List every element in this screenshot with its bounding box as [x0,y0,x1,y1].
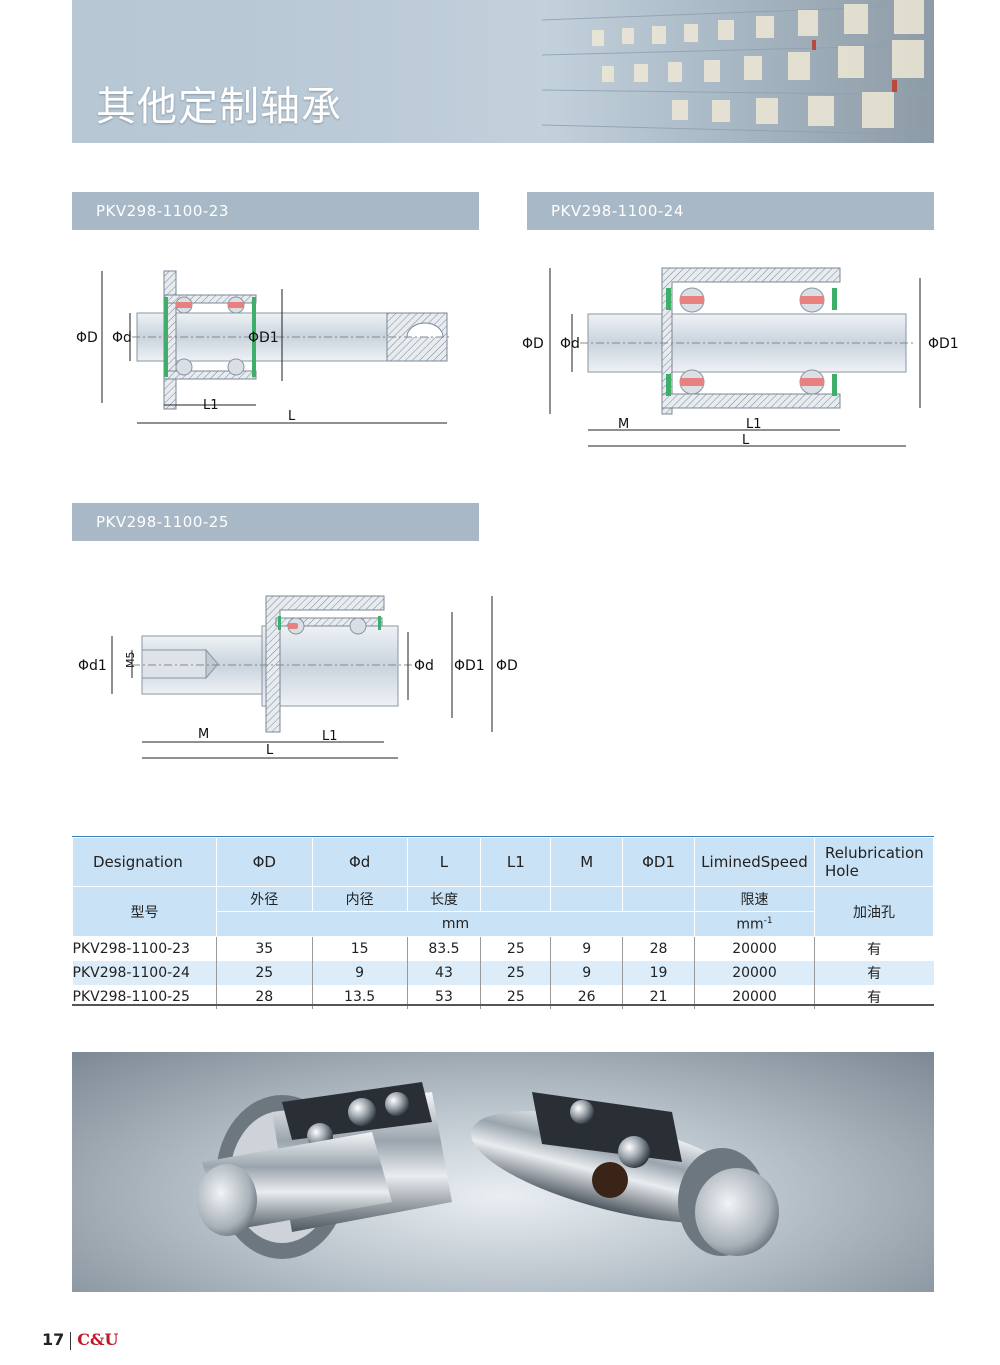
header-L: L [406,837,482,887]
header-phiD: ΦD [215,837,313,887]
table-bottom-rule [72,1004,934,1006]
unit-mm: mm [215,911,696,937]
header-speed: LiminedSpeed [694,837,815,887]
header-cn-L: 长度 [406,886,482,912]
header-phid: Φd [311,837,408,887]
header-cn-phiD1 [622,886,695,912]
table-unit-row: mm mm-1 [73,911,934,937]
page-number: 17 [42,1330,65,1349]
footer-divider [70,1331,72,1350]
header-cn-designation: 型号 [72,886,217,937]
section-bar-pkv298-1100-23: PKV298-1100-23 [72,192,479,230]
dim-phiD1: ΦD1 [248,330,279,346]
dim-M: M [198,727,209,742]
table-header-row-en: Designation ΦD Φd L L1 M ΦD1 LiminedSpee… [72,837,935,887]
page-title: 其他定制轴承 [96,84,342,130]
dim-M5: M5 [124,652,137,669]
dim-L1: L1 [746,417,762,432]
dim-phiD: ΦD [522,336,544,352]
header-banner: 其他定制轴承 [72,0,934,143]
header-cn-speed: 限速 [694,886,815,912]
dim-L: L [742,433,750,448]
section-label: PKV298-1100-23 [96,202,229,220]
dim-phiD1: ΦD1 [454,658,485,674]
header-relub: Relubrication Hole [813,837,935,887]
product-photo [72,1052,934,1292]
unit-speed: mm-1 [694,911,815,937]
page-footer: 17 C&U [42,1330,118,1350]
dim-L: L [266,743,274,758]
header-cn-phid: 内径 [311,886,408,912]
dim-L: L [288,409,296,424]
dim-phid: Φd [414,658,434,674]
dim-L1: L1 [322,729,338,744]
section-label: PKV298-1100-25 [96,513,229,531]
dim-phiD1: ΦD1 [928,336,959,352]
dim-M: M [618,417,629,432]
table-header-row-cn: 型号 外径 内径 长度 限速 加油孔 [72,886,935,937]
section-bar-pkv298-1100-24: PKV298-1100-24 [527,192,934,230]
dim-phiD: ΦD [76,330,98,346]
header-M: M [550,837,624,887]
spec-table: Designation ΦD Φd L L1 M ΦD1 LiminedSpee… [72,837,935,1009]
dim-phid: Φd [560,336,580,352]
drawing-pkv298-1100-25: Φd1 M5 Φd ΦD1 ΦD M L1 L [78,595,518,759]
section-bar-pkv298-1100-25: PKV298-1100-25 [72,503,479,541]
bearing-render-image [197,1082,779,1259]
dim-L1: L1 [203,398,219,413]
header-cn-M [550,886,624,912]
dim-phid: Φd [112,330,132,346]
textile-spools-image [72,0,934,143]
header-designation: Designation [72,837,217,887]
header-cn-relub: 加油孔 [813,886,935,937]
header-cn-L1 [480,886,552,912]
header-cn-phiD: 外径 [215,886,313,912]
section-label: PKV298-1100-24 [551,202,684,220]
dim-phiD: ΦD [496,658,518,674]
header-phiD1: ΦD1 [622,837,695,887]
drawing-pkv298-1100-24: ΦD Φd ΦD1 M L1 L [522,267,959,448]
brand-logo: C&U [77,1330,119,1349]
dim-phid1: Φd1 [78,658,107,674]
header-L1: L1 [480,837,552,887]
drawing-pkv298-1100-23: ΦD Φd ΦD1 L1 L [76,270,452,424]
